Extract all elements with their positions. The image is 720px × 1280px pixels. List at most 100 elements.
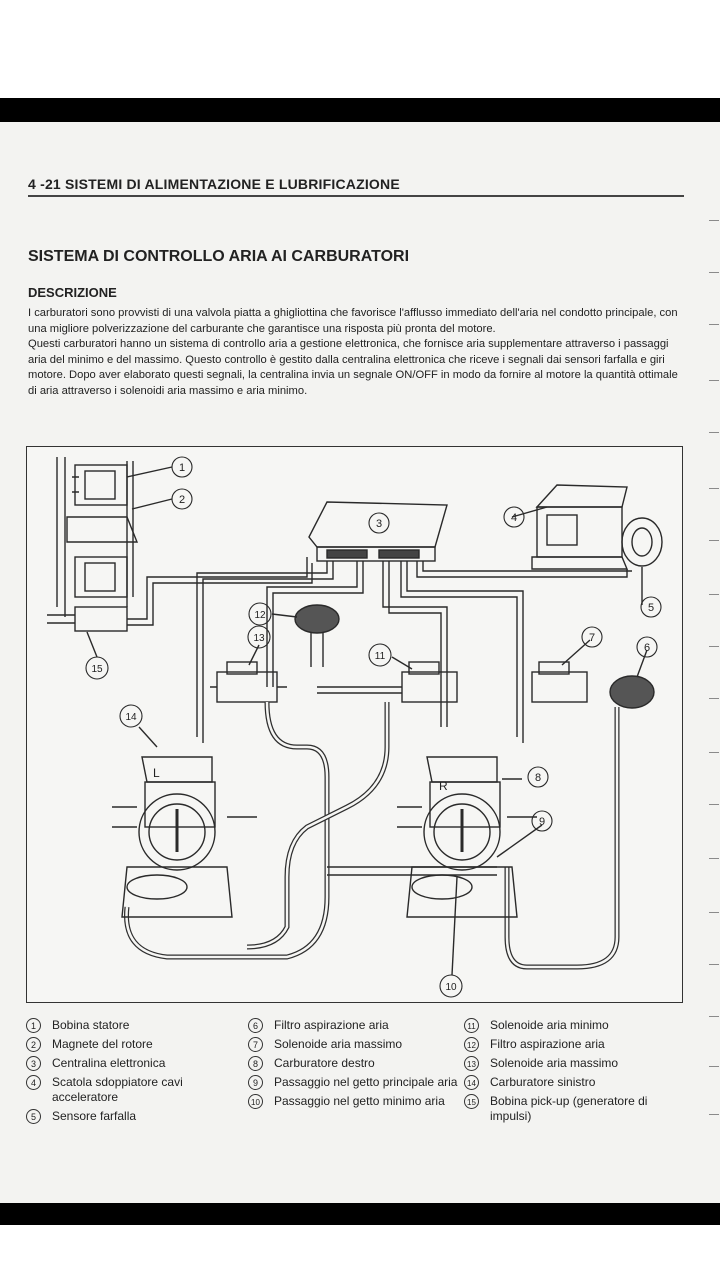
section-title: SISTEMA DI CONTROLLO ARIA AI CARBURATORI [28, 248, 410, 265]
diagram-drawing: L R 1 2 3 4 5 6 7 [47, 456, 663, 998]
callout-circle-2 [171, 488, 193, 510]
right-carburetor [397, 756, 537, 918]
harness-mid-right [382, 561, 448, 727]
legend-number: 1 [26, 1018, 41, 1033]
legend-number: 10 [248, 1094, 263, 1109]
legend-number: 2 [26, 1037, 41, 1052]
legend-text: Solenoide aria massimo [274, 1037, 403, 1051]
callout-circle-15 [85, 656, 109, 680]
legend-number: 9 [248, 1075, 263, 1090]
callout-4: 4 [511, 512, 517, 524]
callout-8: 8 [535, 772, 541, 784]
legend-text: Solenoide aria minimo [490, 1018, 609, 1032]
legend-item: 12 Filtro aspirazione aria [464, 1037, 684, 1052]
page-header: 4 -21 SISTEMI DI ALIMENTAZIONE E LUBRIFI… [28, 176, 684, 197]
subsection-title: DESCRIZIONE [28, 285, 117, 300]
callout-circle-5 [640, 596, 662, 618]
bottom-black-bar [0, 1203, 720, 1225]
callout-circle-1 [171, 456, 193, 478]
callout-14: 14 [125, 712, 137, 723]
callout-13: 13 [253, 633, 265, 644]
callout-circle-9 [531, 810, 553, 832]
leader-11 [391, 656, 413, 670]
page-title: 4 -21 SISTEMI DI ALIMENTAZIONE E LUBRIFI… [28, 176, 400, 192]
callout-5: 5 [648, 602, 654, 614]
legend-text: Carburatore sinistro [490, 1075, 596, 1089]
callout-10: 10 [445, 982, 457, 993]
legend-item: 2 Magnete del rotore [26, 1037, 236, 1052]
leader-12 [271, 613, 298, 618]
air-filter-top [294, 604, 340, 667]
right-solenoid-block [531, 661, 655, 709]
legend-item: 1 Bobina statore [26, 1018, 236, 1033]
leader-10 [451, 876, 458, 976]
throttle-sensor-box [531, 484, 663, 570]
hose-left [124, 701, 330, 960]
leader-1 [126, 466, 173, 478]
harness-sensor [416, 561, 632, 578]
callout-circle-10 [439, 974, 463, 998]
callout-circle-6 [636, 636, 658, 658]
legend-item: 7 Solenoide aria massimo [248, 1037, 458, 1052]
callout-circle-14 [119, 704, 143, 728]
legend-text: Bobina statore [52, 1018, 130, 1032]
legend-number: 7 [248, 1037, 263, 1052]
harness-right [400, 561, 524, 743]
legend-text: Passaggio nel getto principale aria [274, 1075, 458, 1089]
leader-14 [138, 726, 158, 748]
callout-3: 3 [376, 518, 382, 530]
callout-2: 2 [179, 494, 185, 506]
carb-right-letter: R [439, 779, 448, 793]
legend-number: 4 [26, 1075, 41, 1090]
legend-number: 11 [464, 1018, 479, 1033]
margin-ticks [703, 200, 720, 1200]
leader-2 [131, 498, 173, 510]
description-text: I carburatori sono provvisti di una valv… [28, 306, 683, 399]
legend-item: 14 Carburatore sinistro [464, 1075, 684, 1090]
header-rule [28, 195, 684, 197]
callout-15: 15 [91, 664, 103, 675]
callout-circle-7 [581, 626, 603, 648]
legend-number: 14 [464, 1075, 479, 1090]
ecu-unit [308, 501, 448, 562]
leader-4 [511, 506, 548, 518]
legend-number: 12 [464, 1037, 479, 1052]
callout-6: 6 [644, 642, 650, 654]
legend-text: Filtro aspirazione aria [490, 1037, 605, 1051]
callout-circle-8 [527, 766, 549, 788]
left-solenoid-block [210, 661, 287, 703]
carb-left-letter: L [153, 766, 160, 780]
callout-12: 12 [254, 610, 266, 621]
callout-11: 11 [375, 651, 386, 662]
hose-left-inner [125, 701, 329, 959]
legend-number: 13 [464, 1056, 479, 1071]
callout-circle-3 [368, 512, 390, 534]
legend-text: Bobina pick-up (generatore di impulsi) [490, 1094, 648, 1123]
legend-text: Passaggio nel getto minimo aria [274, 1094, 445, 1108]
center-solenoid-block [317, 661, 458, 703]
legend-item: 10 Passaggio nel getto minimo aria [248, 1094, 458, 1109]
leader-15 [86, 631, 98, 658]
legend-item: 5 Sensore farfalla [26, 1109, 236, 1124]
legend-column-3: 11 Solenoide aria minimo 12 Filtro aspiraz… [464, 1018, 684, 1128]
stator-assembly [47, 457, 139, 632]
legend-number: 5 [26, 1109, 41, 1124]
legend-text: Centralina elettronica [52, 1056, 166, 1070]
legend-text: Magnete del rotore [52, 1037, 153, 1051]
top-black-bar [0, 98, 720, 122]
left-carburetor [112, 756, 257, 918]
callout-circle-11 [368, 643, 392, 667]
leader-6 [636, 649, 648, 678]
stator-wire [127, 557, 313, 626]
callout-circle-12 [248, 602, 272, 626]
callout-7: 7 [589, 632, 595, 644]
legend-text: Sensore farfalla [52, 1109, 137, 1123]
